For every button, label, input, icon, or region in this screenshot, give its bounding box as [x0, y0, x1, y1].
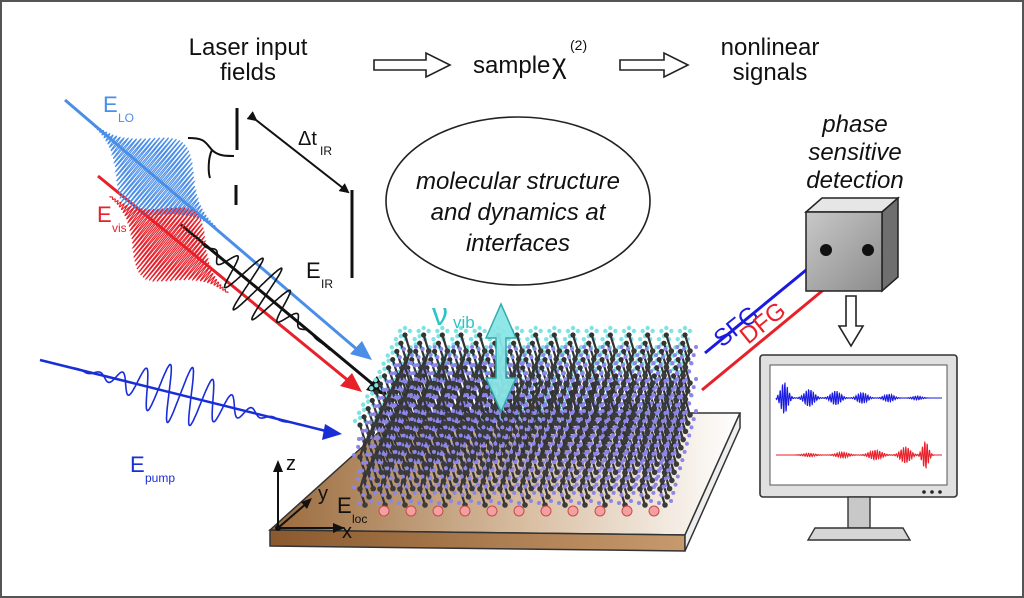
lo-arrowhead: [350, 341, 372, 360]
svg-text:LO: LO: [118, 111, 134, 125]
monitor-neck: [847, 496, 871, 529]
monitor-led-1: [922, 490, 926, 494]
svg-text:vib: vib: [453, 313, 475, 332]
svg-text:E: E: [97, 202, 112, 227]
pump-wavepacket: [59, 363, 301, 427]
molecular-layer: [352, 325, 698, 517]
svg-text:E: E: [130, 452, 145, 477]
ir-wavepacket: [184, 227, 331, 351]
output-label-line1: nonlinear: [721, 34, 820, 61]
detection-title-line2: sensitive: [808, 139, 901, 166]
pump-arrowhead: [322, 424, 342, 440]
coordinate-axes: z y x: [273, 453, 352, 543]
chi-symbol: χ: [552, 48, 567, 79]
detector-port-right: [862, 244, 874, 256]
input-pulses: E LO E vis E IR E pump Δt IR: [39, 92, 388, 485]
lo-wavepacket: [94, 126, 216, 227]
flow-arrow-2: [619, 51, 690, 79]
detection-title: phase sensitive detection: [806, 111, 903, 194]
monitor: [759, 354, 958, 541]
detector-port-left: [820, 244, 832, 256]
slab-side-face: [684, 412, 741, 552]
vis-arrowhead: [340, 373, 362, 392]
svg-text:ν: ν: [432, 296, 448, 332]
vis-label: E vis: [97, 202, 127, 235]
local-field-label: E loc: [337, 493, 367, 526]
pump-beam-line: [39, 358, 331, 434]
svg-text:E: E: [306, 258, 321, 283]
topic-line1: molecular structure: [416, 168, 620, 195]
svg-text:E: E: [103, 92, 118, 117]
process-flow-header: Laser input fields sample χ (2) nonlinea…: [189, 34, 820, 86]
topic-ellipse: [385, 116, 651, 286]
output-label-line2: signals: [733, 59, 808, 86]
detection-title-line3: detection: [806, 167, 903, 194]
chi-order: (2): [570, 37, 587, 53]
detector-to-monitor-arrow: [837, 295, 865, 348]
delay-bracket: [187, 137, 235, 179]
dfg-signal-trace: [776, 441, 942, 469]
vibration-arrow: [484, 302, 518, 414]
axis-x-label: x: [342, 521, 352, 543]
monitor-screen: [769, 364, 948, 486]
lo-label: E LO: [103, 92, 134, 125]
delay-arrow: [246, 111, 350, 194]
svg-text:IR: IR: [320, 144, 332, 158]
monitor-stand: [806, 527, 912, 541]
topic-line3: interfaces: [466, 230, 570, 257]
delay-label: Δt IR: [298, 128, 332, 158]
input-label-line1: Laser input: [189, 34, 308, 61]
svg-text:loc: loc: [352, 512, 367, 526]
ir-beam-line: [179, 222, 376, 388]
monitor-led-3: [938, 490, 942, 494]
detector-side-face: [881, 196, 899, 293]
ir-label: E IR: [306, 258, 333, 291]
topic-line2: and dynamics at: [431, 199, 607, 226]
monitor-led-2: [930, 490, 934, 494]
sfg-beam-line: [704, 255, 823, 355]
sfg-signal-trace: [775, 382, 942, 414]
svg-text:Δt: Δt: [298, 128, 317, 150]
sample-label: sample: [473, 52, 550, 79]
topic-bubble: molecular structure and dynamics at inte…: [385, 116, 651, 286]
detection-title-line1: phase: [821, 111, 887, 138]
axis-y-label: y: [318, 483, 328, 505]
input-label-line2: fields: [220, 59, 276, 86]
svg-text:E: E: [337, 493, 352, 518]
vis-wavepacket: [109, 196, 229, 293]
pump-label: E pump: [130, 452, 175, 485]
svg-text:IR: IR: [321, 277, 333, 291]
vib-label: ν vib: [432, 296, 475, 332]
flow-arrow-1: [373, 51, 452, 79]
detector-box: [804, 196, 900, 293]
axis-z-label: z: [286, 453, 296, 475]
svg-text:pump: pump: [145, 471, 175, 485]
svg-text:vis: vis: [112, 221, 127, 235]
